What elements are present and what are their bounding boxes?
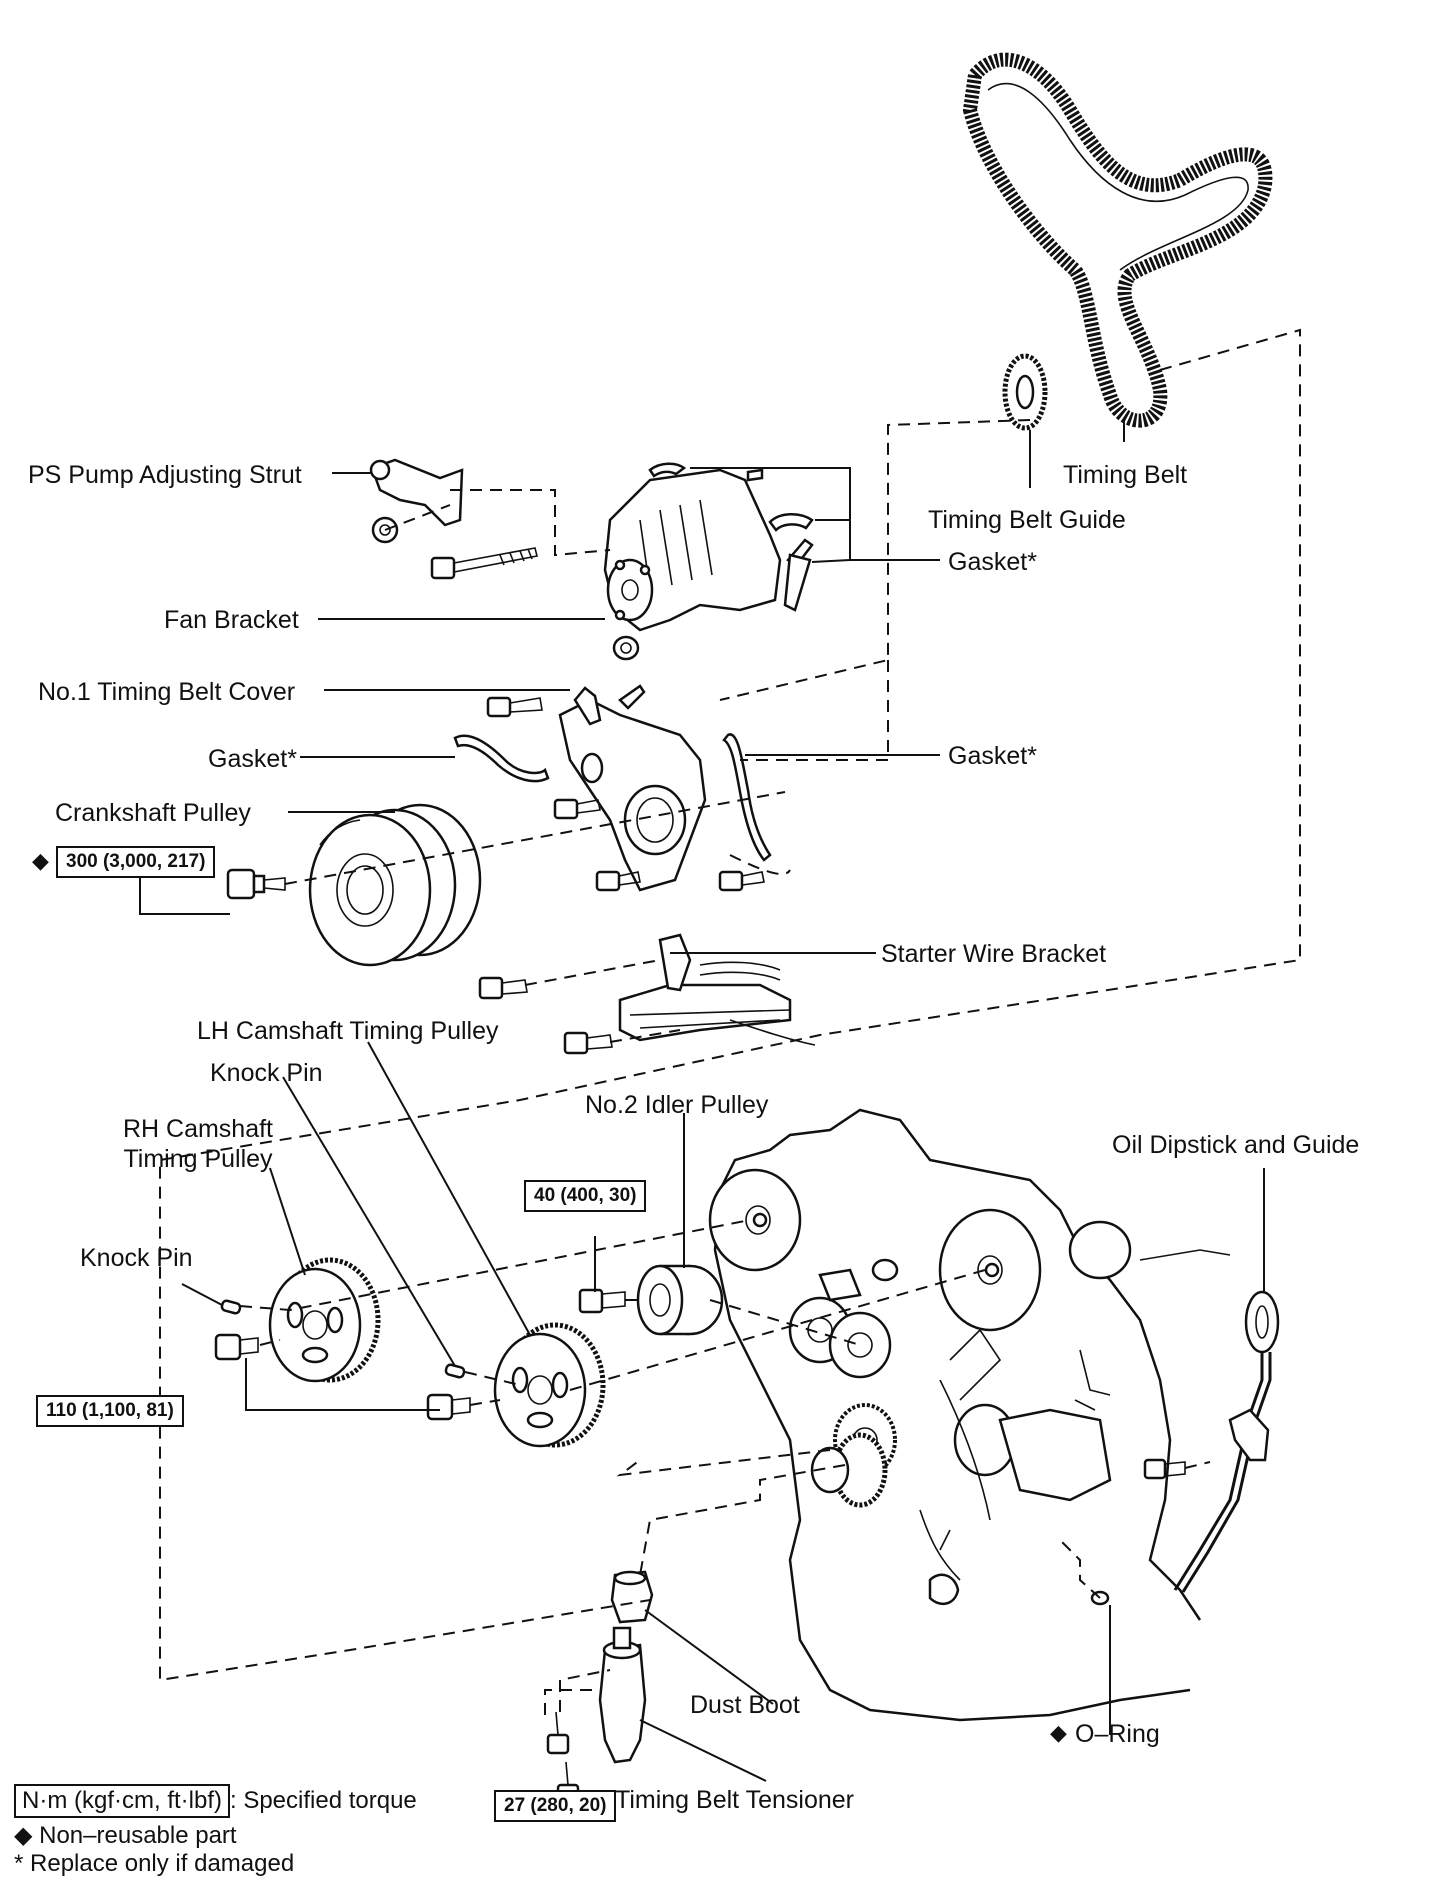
label-timing-belt: Timing Belt	[1063, 461, 1188, 489]
label-knock-pin-lower: Knock Pin	[80, 1244, 193, 1272]
non-reusable-symbol-o-ring: ◆	[1050, 1720, 1067, 1745]
label-fan-bracket: Fan Bracket	[164, 606, 299, 634]
torque-box-tensioner-bolts: 27 (280, 20)	[494, 1790, 617, 1822]
label-ps-pump-adjusting-strut: PS Pump Adjusting Strut	[28, 461, 302, 489]
knock-pins	[220, 1299, 466, 1379]
engine-block-part	[708, 1108, 1231, 1722]
legend-specified-torque: N·m (kgf·cm, ft·lbf): Specified torque	[14, 1784, 417, 1818]
timing-belt-part	[962, 52, 1273, 428]
oil-dipstick-part	[1090, 1290, 1280, 1606]
label-lh-camshaft-timing-pulley: LH Camshaft Timing Pulley	[197, 1017, 499, 1045]
camshaft-bolts	[214, 1333, 471, 1421]
label-starter-wire-bracket: Starter Wire Bracket	[881, 940, 1107, 968]
idler-bolt	[578, 1288, 626, 1314]
timing-belt-guide-part	[1002, 353, 1048, 431]
label-oil-dipstick-and-guide: Oil Dipstick and Guide	[1112, 1131, 1360, 1159]
legend-unit-box: N·m (kgf·cm, ft·lbf)	[14, 1784, 230, 1818]
label-knock-pin-upper: Knock Pin	[210, 1059, 323, 1087]
cover-bolts	[486, 696, 765, 892]
torque-box-idler-bolt: 40 (400, 30)	[524, 1180, 647, 1212]
label-gasket-left: Gasket*	[208, 745, 297, 773]
crankshaft-timing-pulley	[810, 1432, 888, 1508]
non-reusable-symbol-crank: ◆	[32, 848, 49, 873]
timing-belt-tensioner-part	[546, 1626, 647, 1805]
label-gasket-right: Gasket*	[948, 742, 1037, 770]
no2-idler-pulley-part	[636, 1264, 724, 1336]
torque-box-crankshaft-bolt: 300 (3,000, 217)	[56, 846, 216, 878]
label-no1-timing-belt-cover: No.1 Timing Belt Cover	[38, 678, 296, 706]
rh-camshaft-pulley-part	[268, 1257, 381, 1383]
label-rh-camshaft-line1: RH Camshaft	[122, 1115, 274, 1143]
torque-box-camshaft-bolts: 110 (1,100, 81)	[36, 1395, 184, 1427]
crankshaft-bolt	[226, 868, 286, 900]
starter-bracket-bolts	[478, 976, 613, 1055]
label-timing-belt-tensioner: Timing Belt Tensioner	[615, 1786, 855, 1814]
ps-pump-strut-part	[369, 458, 464, 544]
label-timing-belt-guide: Timing Belt Guide	[928, 506, 1126, 534]
label-crankshaft-pulley: Crankshaft Pulley	[55, 799, 251, 827]
label-dust-boot: Dust Boot	[690, 1691, 800, 1719]
label-no2-idler-pulley: No.2 Idler Pulley	[585, 1091, 769, 1119]
legend-non-reusable: ◆ Non–reusable part	[14, 1822, 237, 1849]
dust-boot-part	[610, 1570, 654, 1624]
legend-replace-if-damaged: * Replace only if damaged	[14, 1850, 295, 1877]
label-rh-camshaft-line2: Timing Pulley	[123, 1145, 273, 1173]
lh-camshaft-pulley-part	[493, 1322, 606, 1448]
legend-unit-desc: : Specified torque	[229, 1787, 417, 1814]
crankshaft-pulley-part	[308, 803, 482, 967]
gasket-parts	[453, 553, 812, 862]
label-o-ring: O–Ring	[1075, 1720, 1160, 1748]
label-gasket-top: Gasket*	[948, 548, 1037, 576]
assembly-dashed-lines	[159, 328, 1301, 1715]
fan-bracket-bolt	[430, 547, 538, 580]
leader-lines	[139, 420, 1265, 1806]
no1-timing-belt-cover-part	[558, 684, 707, 892]
fan-bracket-part	[603, 462, 814, 661]
starter-wire-bracket-part	[618, 933, 816, 1046]
